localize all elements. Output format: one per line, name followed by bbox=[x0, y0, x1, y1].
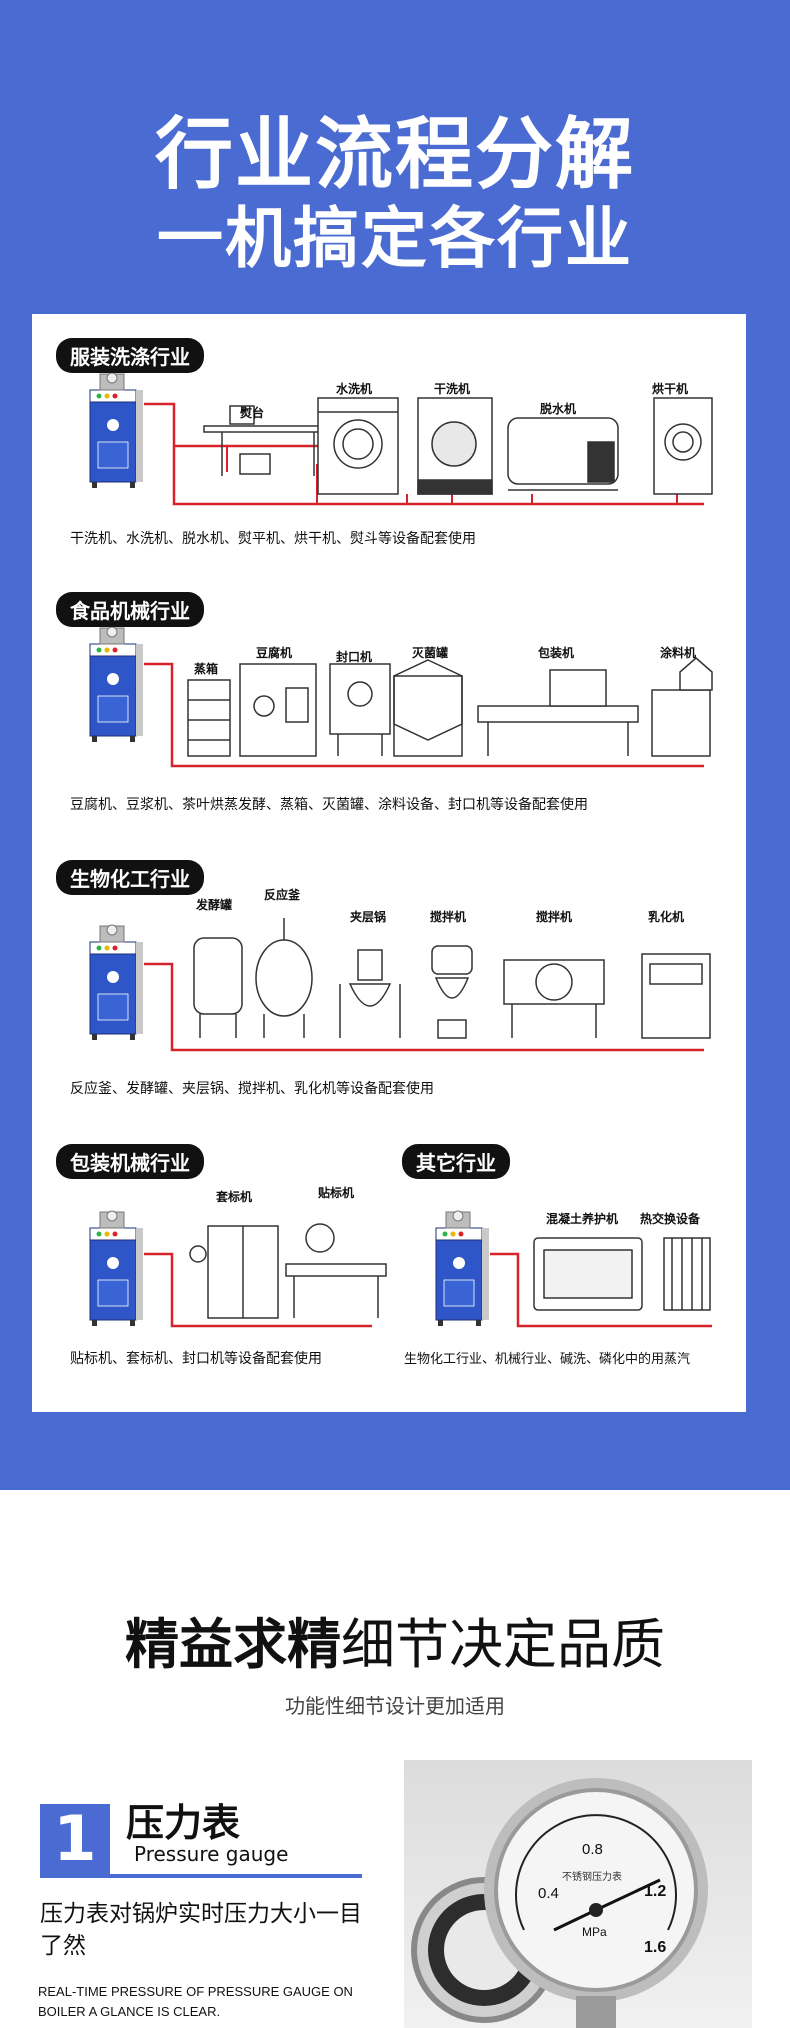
row-laundry bbox=[89, 372, 713, 506]
details-subtitle: 功能性细节设计更加适用 bbox=[285, 1694, 505, 1718]
machine-label: 烘干机 bbox=[652, 382, 689, 396]
steam-generator-icon bbox=[89, 924, 144, 1041]
tofu-machine-icon bbox=[239, 663, 317, 757]
feature-title: 压力表 bbox=[126, 1801, 241, 1845]
hero-title: 行业流程分解 bbox=[154, 110, 635, 200]
sealing-machine-icon bbox=[329, 663, 391, 756]
industry-tag: 生物化工行业 bbox=[56, 860, 204, 895]
machine-label: 反应釜 bbox=[264, 888, 301, 902]
machine-label: 豆腐机 bbox=[256, 646, 293, 660]
gauge-face-text: 不锈钢压力表 bbox=[562, 1870, 622, 1883]
details-title-bold: 精益求精 bbox=[125, 1613, 341, 1676]
labeler-icon bbox=[285, 1223, 387, 1318]
coating-machine-icon bbox=[651, 657, 713, 757]
steam-generator-icon bbox=[89, 626, 144, 743]
gauge-tick: 0.4 bbox=[538, 1885, 559, 1902]
industry-description: 反应釜、发酵罐、夹层锅、搅拌机、乳化机等设备配套使用 bbox=[70, 1081, 434, 1097]
fermenter-icon bbox=[193, 937, 243, 1038]
industry-description: 干洗机、水洗机、脱水机、熨平机、烘干机、熨斗等设备配套使用 bbox=[70, 531, 476, 547]
details-title-light: 细节决定品质 bbox=[341, 1613, 665, 1676]
row-other bbox=[435, 1210, 712, 1328]
steam-generator-icon bbox=[89, 1210, 144, 1327]
details-title: 精益求精细节决定品质 bbox=[0, 1600, 790, 1679]
pressure-gauge-icon: 0.4 0.8 1.2 1.6 不锈钢压力表 MPa bbox=[411, 1778, 708, 2028]
hero-subtitle: 一机搞定各行业 bbox=[157, 200, 633, 277]
reactor-icon bbox=[255, 918, 313, 1038]
washer-icon bbox=[317, 397, 399, 495]
gauge-tick: 1.6 bbox=[644, 1939, 666, 1956]
dry-cleaner-icon bbox=[417, 397, 493, 495]
machine-label: 套标机 bbox=[216, 1190, 253, 1204]
mixer-2-icon bbox=[503, 959, 605, 1038]
industry-description: 生物化工行业、机械行业、碱洗、磷化中的用蒸汽 bbox=[404, 1352, 691, 1367]
feature-description: 压力表对锅炉实时压力大小一目了然 bbox=[40, 1901, 362, 1959]
sleeve-labeler-icon bbox=[189, 1225, 279, 1319]
gauge-tick: 0.8 bbox=[582, 1841, 603, 1858]
industry-description: 豆腐机、豆浆机、茶叶烘蒸发酵、蒸箱、灭菌罐、涂料设备、封口机等设备配套使用 bbox=[70, 797, 588, 813]
feature-divider bbox=[40, 1874, 362, 1878]
jacketed-kettle-icon bbox=[339, 949, 401, 1038]
concrete-curing-machine-icon bbox=[533, 1237, 643, 1311]
gauge-tick: 1.2 bbox=[644, 1883, 666, 1900]
spin-dryer-icon bbox=[507, 417, 619, 491]
steamer-icon bbox=[187, 679, 231, 757]
feature-title-en: Pressure gauge bbox=[134, 1842, 289, 1866]
machine-label: 脱水机 bbox=[540, 402, 577, 416]
machine-label: 贴标机 bbox=[318, 1186, 355, 1200]
machine-label: 乳化机 bbox=[648, 910, 685, 924]
machine-label: 搅拌机 bbox=[430, 910, 467, 924]
machine-label: 搅拌机 bbox=[536, 910, 573, 924]
machine-label: 夹层锅 bbox=[350, 910, 387, 924]
hero-section: 行业流程分解 一机搞定各行业 bbox=[0, 0, 790, 1490]
steam-generator-icon bbox=[435, 1210, 490, 1327]
machine-label: 混凝土养护机 bbox=[546, 1212, 619, 1226]
machine-label: 发酵罐 bbox=[196, 898, 233, 912]
row-packaging bbox=[89, 1210, 387, 1328]
machine-label: 干洗机 bbox=[434, 382, 471, 396]
industry-panel: 服装洗涤行业 熨台 水洗机 干洗机 脱水机 烘干机 干洗机、水洗机、脱水机、熨平… bbox=[32, 314, 746, 1412]
industry-tag: 其它行业 bbox=[402, 1144, 510, 1179]
machine-label: 包装机 bbox=[538, 646, 575, 660]
tumble-dryer-icon bbox=[653, 397, 713, 495]
machine-label: 涂料机 bbox=[660, 646, 697, 660]
row-food bbox=[89, 626, 713, 768]
machine-label: 灭菌罐 bbox=[412, 646, 449, 660]
industry-tag: 食品机械行业 bbox=[56, 592, 204, 627]
machine-label: 封口机 bbox=[336, 650, 373, 664]
machine-label: 水洗机 bbox=[336, 382, 373, 396]
ironing-table-icon bbox=[203, 405, 335, 476]
mixer-icon bbox=[431, 945, 473, 1039]
industry-diagrams bbox=[89, 372, 713, 1328]
pressure-gauge-photo: 0.4 0.8 1.2 1.6 不锈钢压力表 MPa bbox=[404, 1760, 752, 2028]
row-biochem bbox=[89, 918, 711, 1052]
industry-tag: 服装洗涤行业 bbox=[56, 338, 204, 373]
industry-description: 贴标机、套标机、封口机等设备配套使用 bbox=[70, 1351, 322, 1367]
feature-number: 1 bbox=[40, 1804, 110, 1874]
heat-exchanger-icon bbox=[663, 1237, 711, 1311]
machine-label: 熨台 bbox=[240, 406, 265, 420]
emulsifier-icon bbox=[641, 953, 711, 1039]
sterilizer-icon bbox=[393, 659, 463, 757]
feature-description-en: REAL-TIME PRESSURE OF PRESSURE GAUGE ON … bbox=[38, 1984, 353, 2019]
machine-label: 蒸箱 bbox=[194, 662, 219, 676]
steam-generator-icon bbox=[89, 372, 144, 489]
industry-tag: 包装机械行业 bbox=[56, 1144, 204, 1179]
machine-label: 热交换设备 bbox=[640, 1212, 701, 1226]
gauge-unit: MPa bbox=[582, 1925, 607, 1939]
packaging-machine-icon bbox=[477, 669, 639, 756]
